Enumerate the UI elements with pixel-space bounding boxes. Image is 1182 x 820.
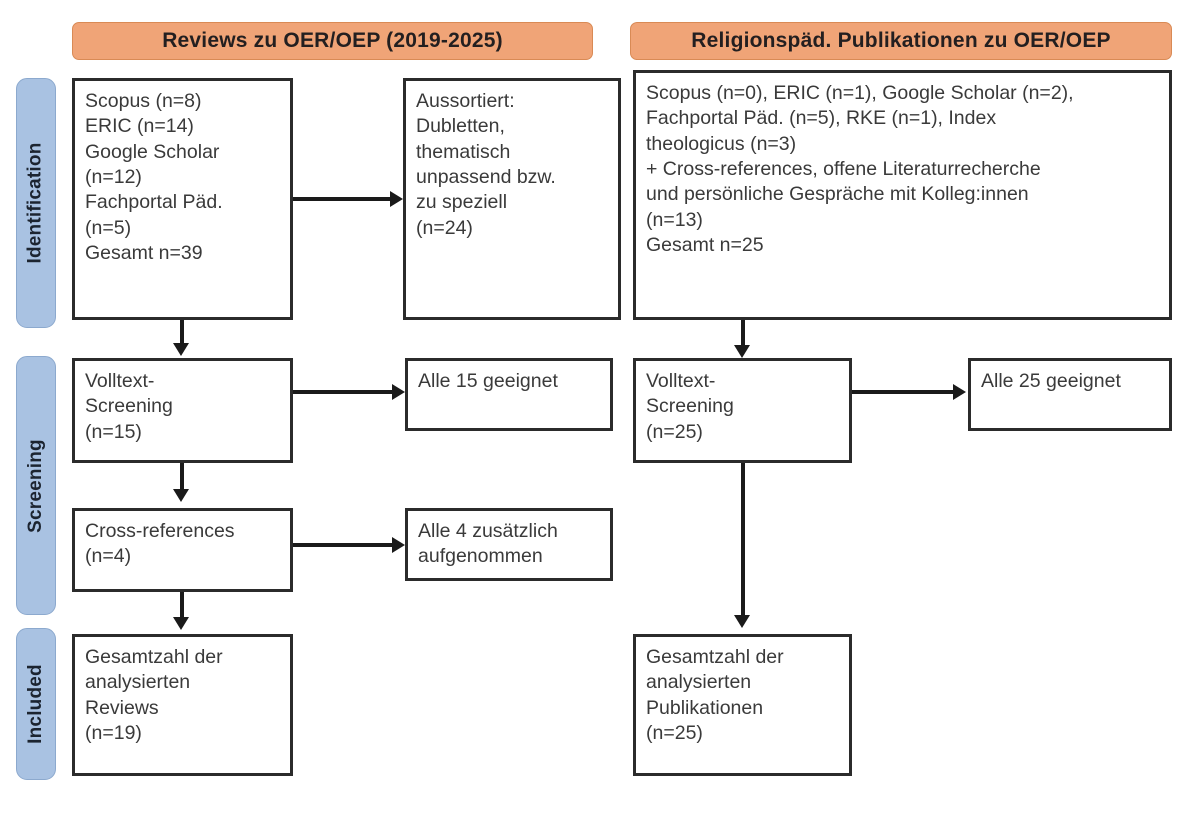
connector-left-identification-to-screening bbox=[180, 320, 184, 349]
connector-left-crossrefs-to-included bbox=[180, 592, 184, 621]
arrowhead-left-screening-to-result bbox=[392, 384, 405, 400]
box-left-screening-result: Alle 15 geeignet bbox=[405, 358, 613, 431]
stage-label-screening: Screening bbox=[16, 356, 56, 615]
box-right-included-total: Gesamtzahl der analysierten Publikatione… bbox=[633, 634, 852, 776]
stage-label-included: Included bbox=[16, 628, 56, 780]
column-header-left: Reviews zu OER/OEP (2019-2025) bbox=[72, 22, 593, 60]
box-left-cross-references: Cross-references (n=4) bbox=[72, 508, 293, 592]
connector-left-screening-to-crossrefs bbox=[180, 463, 184, 493]
connector-right-screening-to-result bbox=[852, 390, 955, 394]
stage-label-identification: Identification bbox=[16, 78, 56, 328]
arrowhead-left-identification-to-excluded bbox=[390, 191, 403, 207]
box-left-identification-sources: Scopus (n=8) ERIC (n=14) Google Scholar … bbox=[72, 78, 293, 320]
box-right-screening-result: Alle 25 geeignet bbox=[968, 358, 1172, 431]
stage-label-identification-text: Identification bbox=[25, 142, 46, 264]
arrowhead-left-identification-to-screening bbox=[173, 343, 189, 356]
box-right-identification-sources: Scopus (n=0), ERIC (n=1), Google Scholar… bbox=[633, 70, 1172, 320]
arrowhead-right-screening-to-included bbox=[734, 615, 750, 628]
connector-right-identification-to-screening bbox=[741, 320, 745, 351]
connector-left-screening-to-result bbox=[293, 390, 394, 394]
arrowhead-left-crossrefs-to-included bbox=[173, 617, 189, 630]
arrowhead-left-crossrefs-to-result bbox=[392, 537, 405, 553]
connector-left-crossrefs-to-result bbox=[293, 543, 394, 547]
arrowhead-left-screening-to-crossrefs bbox=[173, 489, 189, 502]
box-left-cross-references-result: Alle 4 zusätzlich aufgenommen bbox=[405, 508, 613, 581]
column-header-right: Religionspäd. Publikationen zu OER/OEP bbox=[630, 22, 1172, 60]
connector-left-identification-to-excluded bbox=[293, 197, 392, 201]
stage-label-screening-text: Screening bbox=[25, 438, 47, 533]
arrowhead-right-identification-to-screening bbox=[734, 345, 750, 358]
box-right-fulltext-screening: Volltext- Screening (n=25) bbox=[633, 358, 852, 463]
connector-right-screening-to-included bbox=[741, 463, 745, 619]
box-left-fulltext-screening: Volltext- Screening (n=15) bbox=[72, 358, 293, 463]
box-left-excluded: Aussortiert: Dubletten, thematisch unpas… bbox=[403, 78, 621, 320]
box-left-included-total: Gesamtzahl der analysierten Reviews (n=1… bbox=[72, 634, 293, 776]
stage-label-included-text: Included bbox=[25, 664, 46, 744]
arrowhead-right-screening-to-result bbox=[953, 384, 966, 400]
